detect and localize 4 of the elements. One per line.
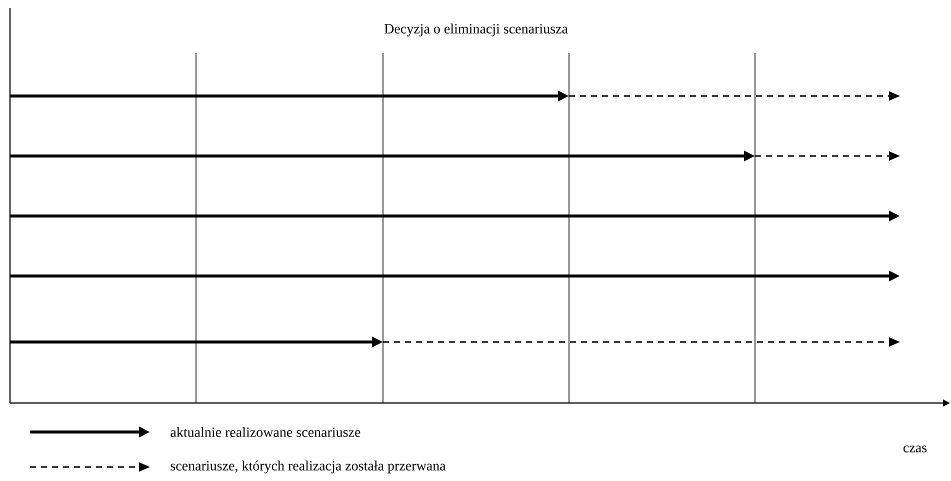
legend-text: scenariusze, których realizacja została przerwana <box>170 460 446 474</box>
legend-text: aktualnie realizowane scenariusze <box>170 427 360 437</box>
title: Decyzja o eliminacji scenariusza <box>384 24 568 36</box>
axis-label: czas <box>903 446 927 452</box>
